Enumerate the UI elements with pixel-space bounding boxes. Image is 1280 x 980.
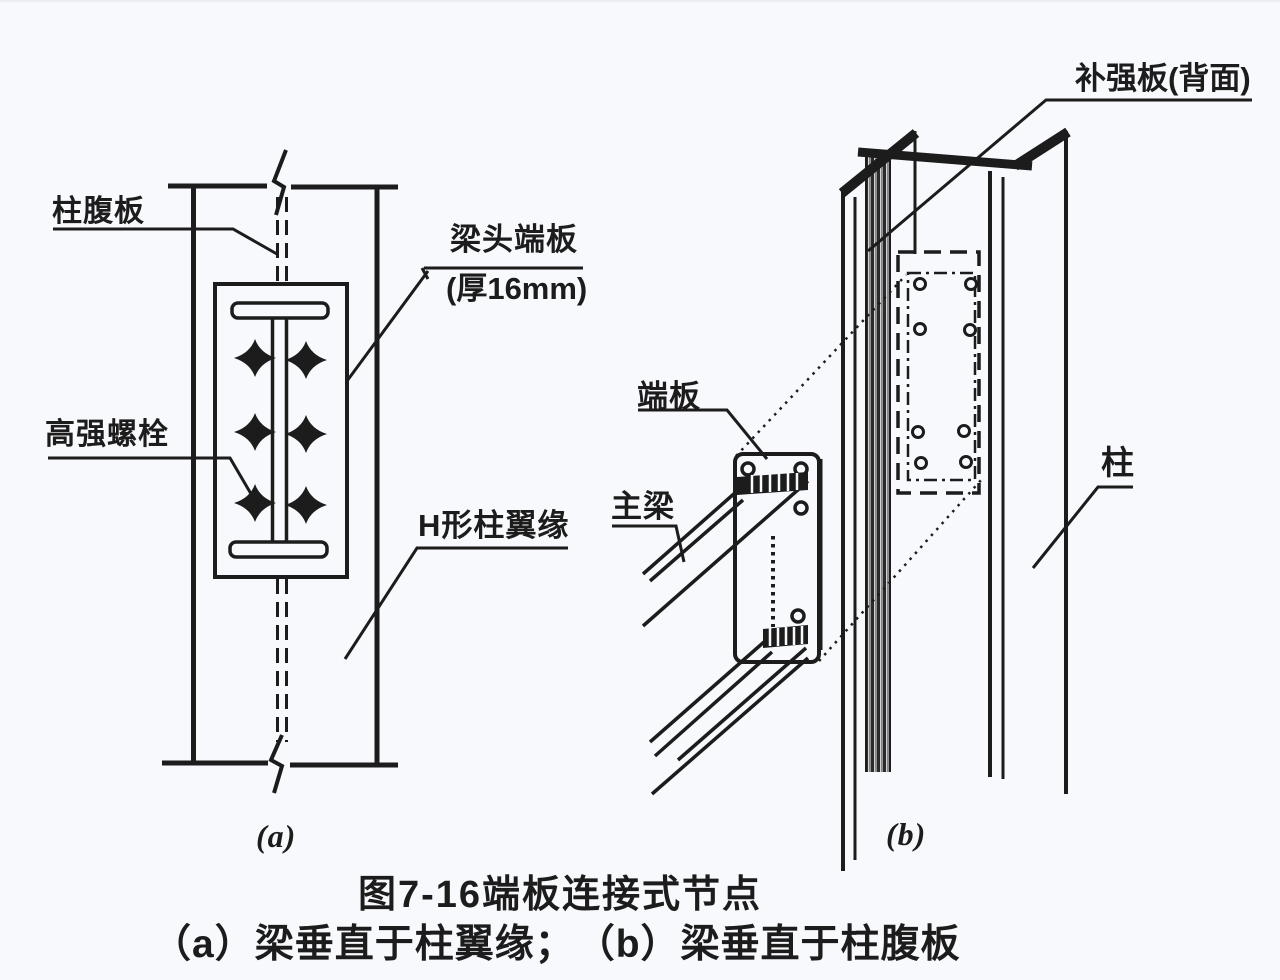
leader-hs-bolt — [48, 456, 256, 500]
label-main-beam: 主梁 — [611, 489, 675, 524]
leader-h-flange — [343, 546, 568, 660]
leader-end-plate-b — [638, 408, 769, 460]
label-end-plate-b: 端板 — [637, 379, 701, 414]
label-h-flange: H形柱翼缘 — [418, 508, 570, 543]
beam-flange-weld-bands — [737, 472, 808, 648]
label-backing-plate: 补强板(背面) — [1075, 61, 1251, 96]
web-top-edge — [857, 147, 1033, 171]
panel-a-tag: (a) — [256, 818, 297, 854]
leader-main-beam — [612, 524, 686, 563]
backing-plate-dashed — [896, 250, 981, 495]
end-plate-b — [733, 452, 821, 664]
figure-caption-title: 图7-16端板连接式节点 — [358, 874, 763, 916]
page-edge-shadow — [0, 0, 1280, 3]
column-web-hatch — [866, 153, 890, 772]
panel-b-tag: (b) — [886, 816, 927, 852]
label-column-web: 柱腹板 — [52, 195, 145, 228]
panel-b-axonometric — [612, 98, 1252, 871]
beam-web-section — [270, 318, 289, 542]
label-hs-bolt: 高强螺栓 — [45, 418, 169, 451]
break-symbol-bottom — [268, 734, 285, 794]
leader-column — [1031, 485, 1133, 569]
beam-bottom-flange-section — [228, 540, 329, 559]
break-symbol-top — [271, 149, 288, 216]
left-flange-top-edge — [838, 129, 920, 197]
label-column: 柱 — [1101, 444, 1135, 481]
label-end-plate-a-line2: (厚16mm) — [446, 271, 588, 306]
backing-plate-dashdot — [906, 271, 977, 482]
end-plate-a — [213, 282, 349, 579]
beam-top-flange-section — [230, 301, 330, 320]
figure-caption-subtitle: （a）梁垂直于柱翼缘； （b）梁垂直于柱腹板 — [152, 923, 961, 966]
leader-backing-plate — [867, 98, 1252, 253]
right-flange-top-edge — [1012, 127, 1071, 171]
leader-end-plate-a — [345, 266, 583, 382]
backing-plate-holes — [911, 277, 978, 470]
projection-dotted-lines — [735, 274, 983, 662]
panel-a-column-elevation — [48, 149, 583, 794]
bolt-stars — [234, 339, 327, 524]
label-end-plate-a-line1: 梁头端板 — [450, 222, 578, 257]
leader-column-web — [53, 227, 278, 256]
